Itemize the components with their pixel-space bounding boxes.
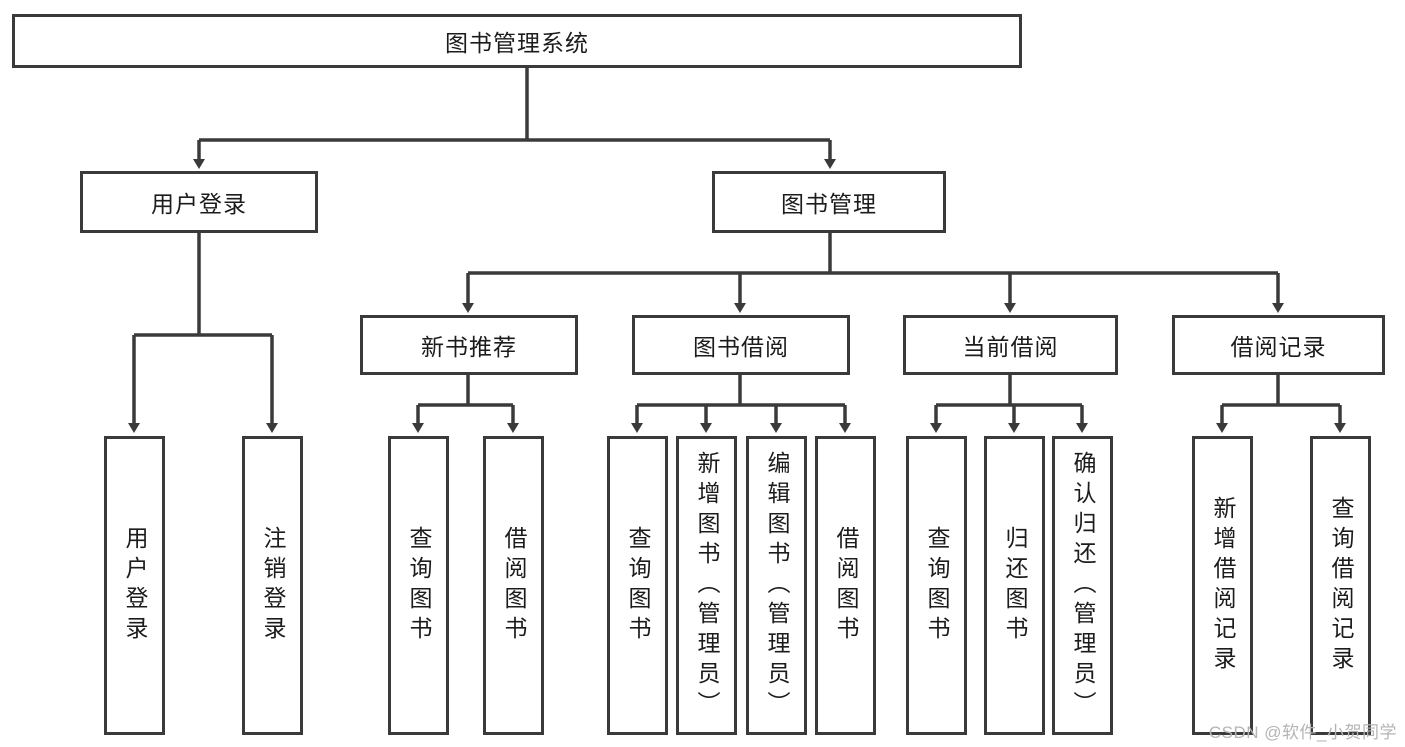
- leaf-borrow-book-new-book[interactable]: 借阅图书: [483, 436, 544, 735]
- node-root-book-management-system[interactable]: 图书管理系统: [12, 14, 1022, 68]
- node-new-book-recommend[interactable]: 新书推荐: [360, 315, 578, 375]
- leaf-query-borrow-record-label: 查询借阅记录: [1328, 495, 1354, 676]
- leaf-borrow-book-borrow[interactable]: 借阅图书: [815, 436, 876, 735]
- leaf-query-book-current[interactable]: 查询图书: [906, 436, 967, 735]
- leaf-return-book[interactable]: 归还图书: [984, 436, 1045, 735]
- leaf-edit-book-admin[interactable]: 编辑图书（管理员）: [746, 436, 807, 735]
- leaf-query-book-borrow[interactable]: 查询图书: [607, 436, 668, 735]
- leaf-borrow-book-new-book-label: 借阅图书: [501, 525, 527, 646]
- node-borrow-record[interactable]: 借阅记录: [1172, 315, 1385, 375]
- leaf-query-book-current-label: 查询图书: [924, 525, 950, 646]
- leaf-borrow-book-borrow-label: 借阅图书: [833, 525, 859, 646]
- leaf-query-borrow-record[interactable]: 查询借阅记录: [1310, 436, 1371, 735]
- leaf-query-book-new-book[interactable]: 查询图书: [388, 436, 449, 735]
- node-user-login-label: 用户登录: [151, 191, 247, 217]
- node-borrow-record-label: 借阅记录: [1230, 334, 1327, 360]
- leaf-edit-book-admin-label: 编辑图书（管理员）: [764, 450, 790, 721]
- leaf-return-book-label: 归还图书: [1002, 525, 1028, 646]
- node-book-borrow-label: 图书借阅: [693, 334, 789, 360]
- leaf-query-book-new-book-label: 查询图书: [406, 525, 432, 646]
- node-book-management-label: 图书管理: [781, 191, 877, 217]
- node-book-borrow[interactable]: 图书借阅: [632, 315, 850, 375]
- node-book-management[interactable]: 图书管理: [712, 171, 946, 233]
- node-current-borrow[interactable]: 当前借阅: [903, 315, 1118, 375]
- leaf-user-login[interactable]: 用户登录: [104, 436, 165, 735]
- leaf-confirm-return-admin[interactable]: 确认归还（管理员）: [1052, 436, 1113, 735]
- node-new-book-recommend-label: 新书推荐: [421, 334, 517, 360]
- leaf-add-borrow-record[interactable]: 新增借阅记录: [1192, 436, 1253, 735]
- node-current-borrow-label: 当前借阅: [962, 334, 1059, 360]
- leaf-logout-login-label: 注销登录: [260, 525, 286, 646]
- leaf-logout-login[interactable]: 注销登录: [242, 436, 303, 735]
- node-root-label: 图书管理系统: [445, 30, 589, 56]
- leaf-add-book-admin[interactable]: 新增图书（管理员）: [676, 436, 737, 735]
- leaf-add-borrow-record-label: 新增借阅记录: [1210, 495, 1236, 676]
- node-user-login[interactable]: 用户登录: [80, 171, 318, 233]
- leaf-confirm-return-admin-label: 确认归还（管理员）: [1070, 450, 1096, 721]
- leaf-user-login-label: 用户登录: [122, 525, 148, 646]
- leaf-add-book-admin-label: 新增图书（管理员）: [694, 450, 720, 721]
- leaf-query-book-borrow-label: 查询图书: [625, 525, 651, 646]
